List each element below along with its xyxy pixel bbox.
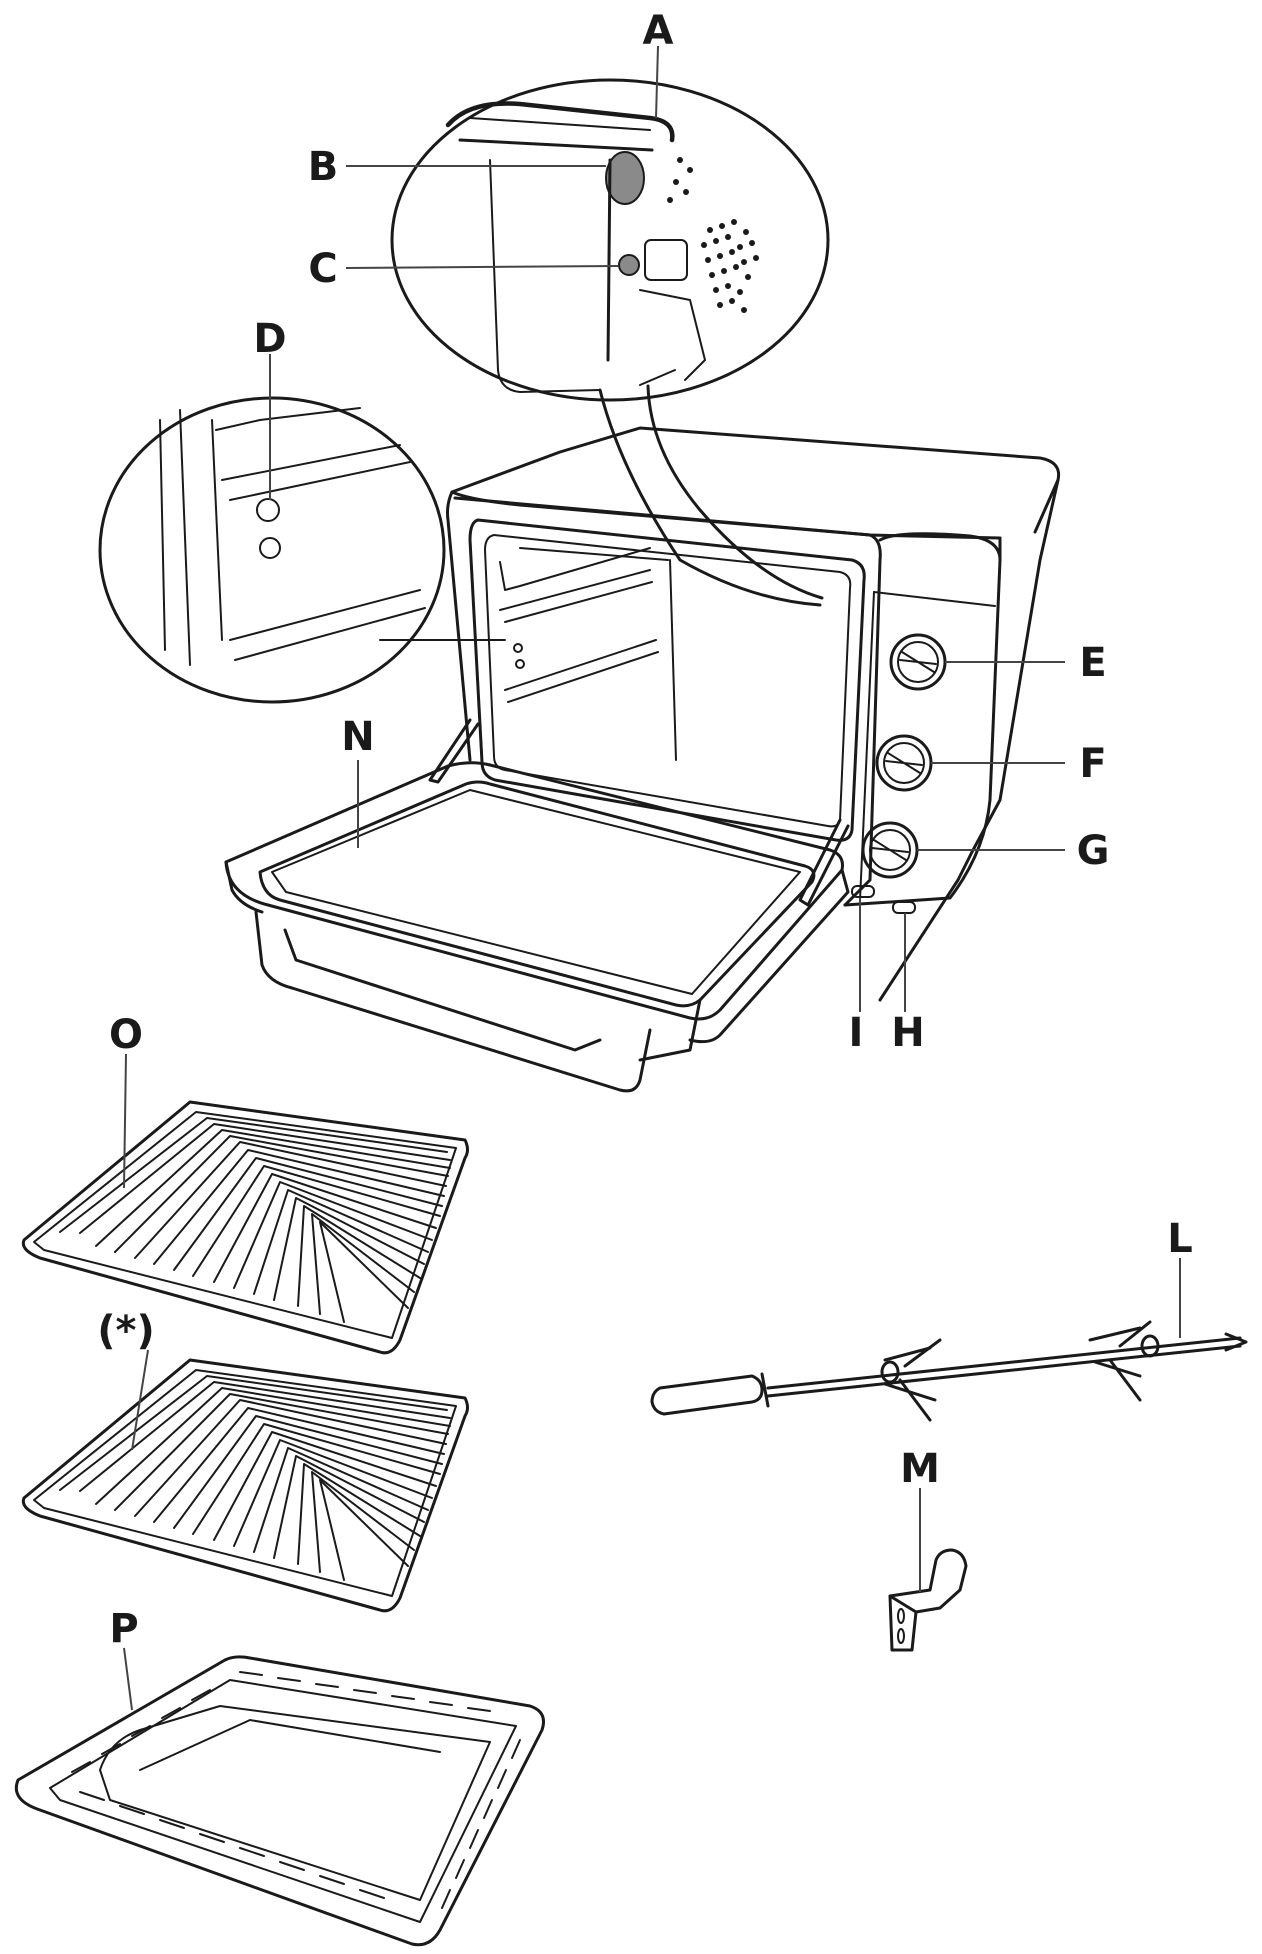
label-d: D xyxy=(253,316,286,362)
label-m: M xyxy=(900,1446,940,1492)
part-labels: A B C D E F G H I L M N O P (*) xyxy=(97,8,1192,1652)
indicator-light-h xyxy=(892,901,916,914)
wire-rack-optional xyxy=(21,1358,469,1613)
label-p: P xyxy=(109,1606,138,1652)
vent-grid xyxy=(667,157,759,313)
label-i: I xyxy=(849,1010,864,1056)
indicator-light-i xyxy=(851,885,875,898)
label-h: H xyxy=(891,1010,924,1056)
support-bracket-m xyxy=(888,1548,968,1652)
label-f: F xyxy=(1079,741,1106,787)
label-l: L xyxy=(1167,1216,1193,1262)
label-a: A xyxy=(643,8,674,54)
label-n: N xyxy=(341,714,374,760)
knob-e xyxy=(889,633,947,691)
label-o: O xyxy=(109,1012,143,1058)
knob-f xyxy=(875,734,933,792)
oven-door xyxy=(224,761,850,1093)
label-g: G xyxy=(1077,828,1110,874)
tray-slots xyxy=(71,1671,521,1909)
label-c: C xyxy=(308,246,337,292)
rotisserie-spit-l xyxy=(650,1320,1248,1422)
leader-lines xyxy=(123,45,1181,1711)
label-b: B xyxy=(308,144,339,190)
wire-rack-o xyxy=(21,1100,469,1355)
zoom-detail-abc xyxy=(390,78,830,607)
label-optional-rack: (*) xyxy=(97,1308,154,1354)
baking-tray-p xyxy=(14,1655,545,1947)
label-e: E xyxy=(1079,640,1106,686)
zoom-detail-d xyxy=(98,396,506,704)
